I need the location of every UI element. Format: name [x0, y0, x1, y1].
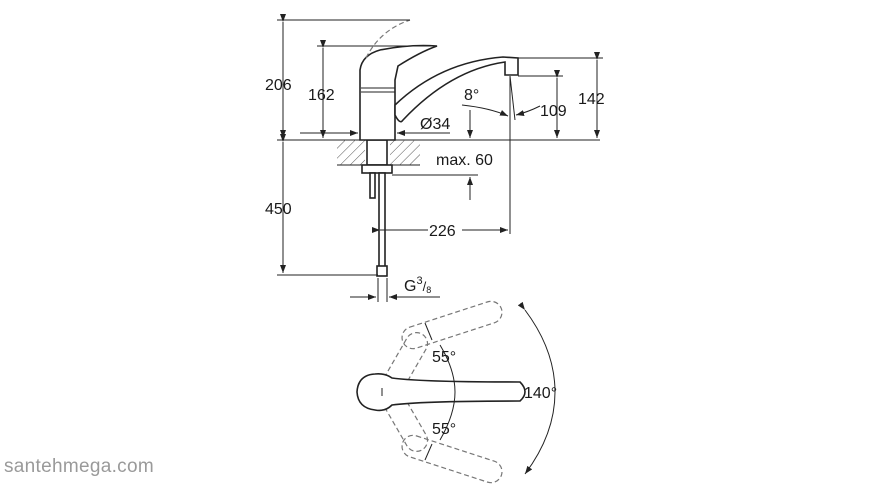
dim-thread: G3/8 [404, 275, 431, 295]
dim-reach: 226 [429, 223, 456, 240]
counter-hatch-right [390, 140, 420, 165]
angle-lower: 55° [432, 421, 456, 438]
angle-total: 140° [524, 385, 557, 402]
dim-counter-thickness: max. 60 [436, 152, 493, 169]
angle-upper: 55° [432, 349, 456, 366]
dim-outlet-height: 109 [540, 103, 567, 120]
hose-right [378, 172, 386, 269]
shank [366, 139, 388, 166]
top-view: 55° 55° 140° [356, 300, 557, 484]
arc-55 [439, 344, 456, 441]
dim-total-height: 206 [265, 77, 292, 94]
counter-hatch-left [337, 140, 365, 165]
lever-rotated-outlines [377, 300, 503, 484]
watermark: santehmega.com [4, 456, 154, 477]
mounting-nut [361, 164, 393, 174]
dim-spout-height: 142 [578, 91, 605, 108]
hose-left [369, 172, 376, 199]
spout [394, 56, 519, 123]
dim-hose-length: 450 [265, 201, 292, 218]
dim-angle: 8° [464, 87, 479, 104]
dim-lever-height: 162 [308, 87, 335, 104]
dim-diameter: Ø34 [420, 116, 450, 133]
arc-140 [517, 301, 556, 475]
hose-nut [376, 265, 388, 277]
side-view: 206 162 142 109 8° Ø34 max. 60 450 226 G… [265, 14, 605, 302]
